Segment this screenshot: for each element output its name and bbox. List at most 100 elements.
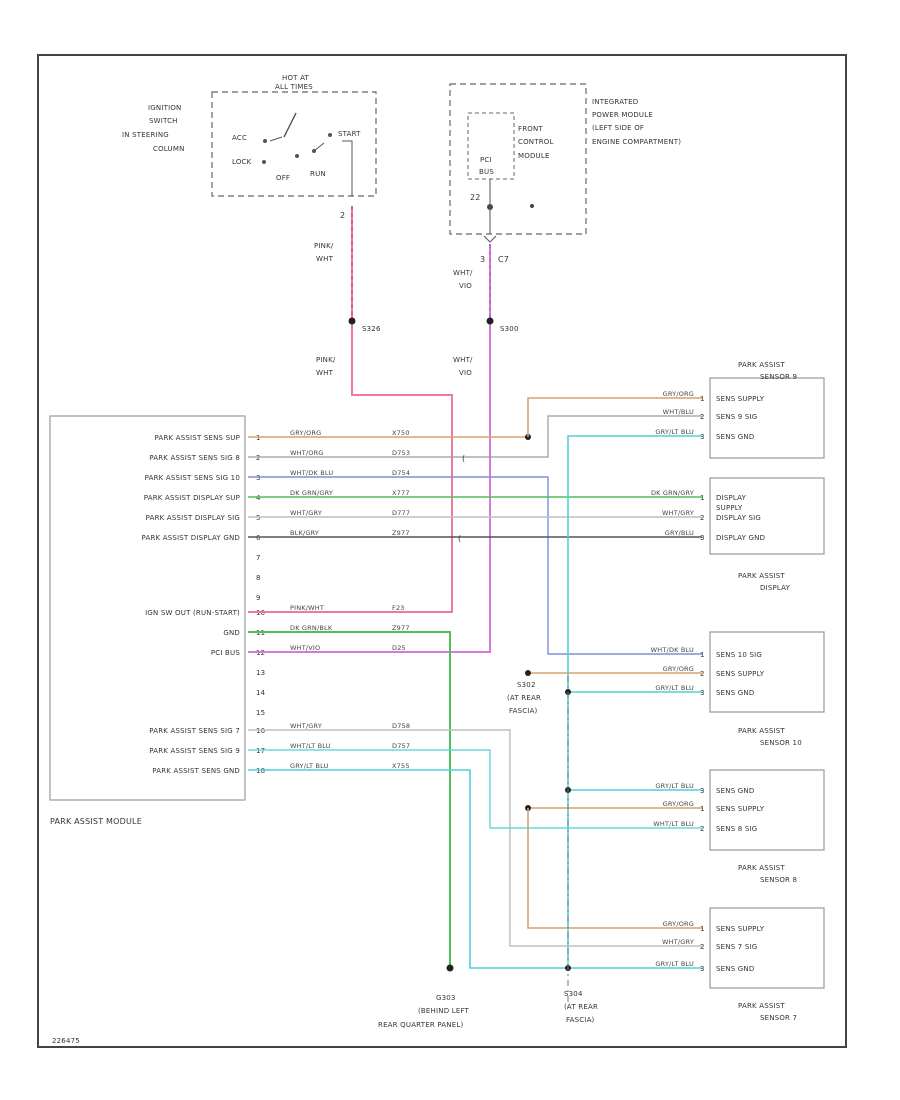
- module-pin-label: PARK ASSIST DISPLAY GND: [141, 534, 240, 542]
- connector-bracket-2: (: [458, 534, 461, 543]
- module-wire-circuit: D777: [392, 509, 410, 517]
- module-pin-number: 3: [256, 474, 261, 482]
- module-wire-circuit: D25: [392, 644, 406, 652]
- splice-s300-label: S300: [500, 325, 519, 333]
- wire-white-violet: [248, 244, 491, 653]
- ignition-pos-lock: LOCK: [232, 158, 252, 166]
- wire-left-color2-1: PINK/: [316, 356, 336, 364]
- wire-top-right-color-2: VIO: [459, 282, 472, 290]
- splice-s326: [348, 317, 356, 325]
- module-wire-color: WHT/ORG: [290, 449, 324, 457]
- ignition-pos-acc: ACC: [232, 134, 247, 142]
- display-wire-color: DK GRN/GRY: [651, 489, 694, 497]
- module-pin-label: PARK ASSIST SENS SIG 7: [149, 727, 240, 735]
- switch-contact-acc: [263, 139, 267, 143]
- wire-right-color2-2: VIO: [459, 369, 472, 377]
- ignition-pos-start: START: [338, 130, 361, 138]
- module-wire-color: DK GRN/BLK: [290, 624, 333, 632]
- sensor10-pin-label: SENS SUPPLY: [716, 670, 765, 678]
- ground-g303: [446, 964, 454, 972]
- module-wire-circuit: D758: [392, 722, 410, 730]
- sensor10-pin-number: 2: [700, 670, 705, 678]
- display-wire-color: GRY/BLU: [665, 529, 694, 537]
- sensor8-pin-number: 3: [700, 787, 705, 795]
- sensor7-pin-label: SENS SUPPLY: [716, 925, 765, 933]
- module-wire-circuit: Z977: [392, 529, 410, 537]
- sensor8-box: [709, 769, 825, 851]
- sensor9-wire-color: WHT/BLU: [663, 408, 694, 416]
- sensor8-title-1: PARK ASSIST: [738, 864, 785, 872]
- wire-left-color2-2: WHT: [316, 369, 334, 377]
- module-wire-color: WHT/LT BLU: [290, 742, 331, 750]
- module-pin-number: 2: [256, 454, 261, 462]
- sensor9-title-2: SENSOR 9: [760, 373, 797, 381]
- sensor7-title-1: PARK ASSIST: [738, 1002, 785, 1010]
- module-wire-color: WHT/GRY: [290, 722, 322, 730]
- display-pin-number: 3: [700, 534, 705, 542]
- sensor7-title-2: SENSOR 7: [760, 1014, 797, 1022]
- fcm-label-2: CONTROL: [518, 138, 554, 146]
- fcm-label-1: FRONT: [518, 125, 543, 133]
- module-wire-color: GRY/LT BLU: [290, 762, 329, 770]
- display-box: [709, 477, 825, 555]
- sensor9-pin-label: SENS GND: [716, 433, 754, 441]
- display-pin-label: DISPLAY GND: [716, 534, 765, 542]
- module-pin-number: 14: [256, 689, 266, 697]
- sensor9-box: [709, 377, 825, 459]
- sensor10-pin-number: 1: [700, 651, 705, 659]
- sensor7-pin-number: 1: [700, 925, 705, 933]
- sensor7-wire-color: WHT/GRY: [662, 938, 694, 946]
- wire-wht-gry-s7: [248, 729, 702, 947]
- s302-label-1: S302: [517, 681, 536, 689]
- sensor10-title-2: SENSOR 10: [760, 739, 802, 747]
- module-pin-label: PARK ASSIST SENS GND: [152, 767, 240, 775]
- ipm-box: [449, 83, 587, 235]
- display-pin-label: SUPPLY: [716, 504, 743, 512]
- module-wire-color: WHT/VIO: [290, 644, 320, 652]
- module-pin-number: 1: [256, 434, 261, 442]
- wire-top-left-color-2: WHT: [316, 255, 334, 263]
- module-pin-number: 16: [256, 727, 266, 735]
- wire-right-color2-1: WHT/: [453, 356, 473, 364]
- module-pin-label: PARK ASSIST SENS SUP: [155, 434, 240, 442]
- connector-bracket-1: (: [462, 454, 465, 463]
- ipm-label-4: ENGINE COMPARTMENT): [592, 138, 681, 146]
- park-assist-module-box: [49, 415, 246, 801]
- wire-pink-white: [248, 206, 453, 613]
- switch-contact-start: [328, 133, 332, 137]
- s302-label-3: FASCIA): [509, 707, 538, 715]
- sensor10-wire-color: GRY/LT BLU: [655, 684, 694, 692]
- switch-link: [269, 136, 283, 142]
- ignition-label-2: SWITCH: [149, 117, 178, 125]
- ipm-label-2: POWER MODULE: [592, 111, 653, 119]
- switch-contact-lock: [262, 160, 266, 164]
- splice-s302-node: [525, 670, 531, 676]
- module-wire-circuit: Z977: [392, 624, 410, 632]
- wire-wht-org: [248, 415, 702, 458]
- sensor7-wire-color: GRY/ORG: [663, 920, 694, 928]
- g303-label-2: (BEHIND LEFT: [418, 1007, 470, 1015]
- module-pin-number: 5: [256, 514, 261, 522]
- ignition-pin: 2: [340, 211, 345, 220]
- module-wire-circuit: X755: [392, 762, 410, 770]
- module-pin-number: 18: [256, 767, 265, 775]
- ipm-connector: C7: [498, 255, 509, 264]
- ignition-hot-at-1: HOT AT: [282, 74, 310, 82]
- switch-contact-off: [295, 154, 299, 158]
- module-pin-label: PARK ASSIST SENS SIG 10: [145, 474, 240, 482]
- sensor8-pin-number: 1: [700, 805, 705, 813]
- module-pin-number: 6: [256, 534, 261, 542]
- sensor10-pin-number: 3: [700, 689, 705, 697]
- pci-bus-label-2: BUS: [479, 168, 494, 176]
- sensor10-wire-color: GRY/ORG: [663, 665, 694, 673]
- sensor9-wire-color: GRY/ORG: [663, 390, 694, 398]
- module-pin-number: 17: [256, 747, 265, 755]
- sensor7-pin-label: SENS 7 SIG: [716, 943, 757, 951]
- sensor8-pin-label: SENS SUPPLY: [716, 805, 765, 813]
- g303-label-3: REAR QUARTER PANEL): [378, 1021, 463, 1029]
- module-wire-color: PINK/WHT: [290, 604, 324, 612]
- switch-arm: [283, 112, 297, 138]
- module-pin-number: 4: [256, 494, 261, 502]
